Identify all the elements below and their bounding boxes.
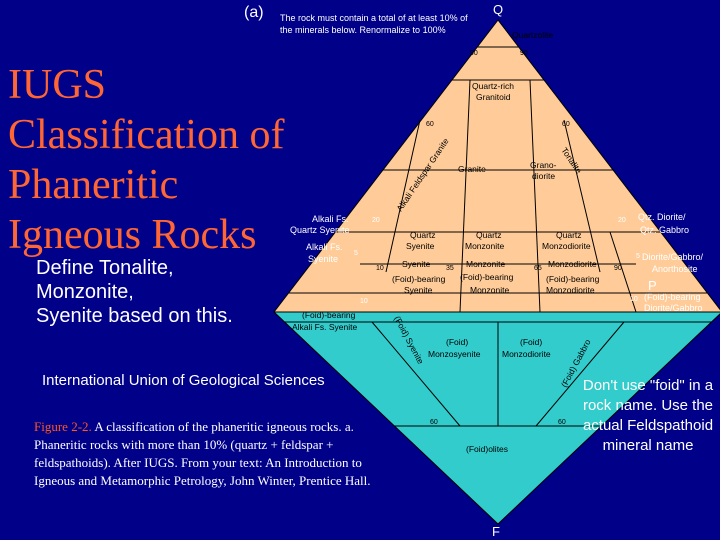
instructions-text: The rock must contain a total of at leas…: [280, 13, 468, 35]
field-quartz-syenite-1: Quartz: [410, 230, 436, 240]
tick-q90-left: 90: [470, 50, 478, 57]
field-foid-monzodiorite-2: Monzodiorite: [502, 349, 551, 359]
panel-label: (a): [244, 4, 264, 21]
foid-note: Don't use "foid" in a rock name. Use the…: [582, 377, 714, 454]
field-alkali-fs-syenite-1: Alkali Fs.: [306, 242, 343, 252]
tick-q20-left: 20: [372, 217, 380, 224]
tick-f10-right: 10: [630, 296, 638, 303]
tick-f60-right: 60: [558, 419, 566, 426]
field-quartz-rich-granitoid-1: Quartz-rich: [472, 81, 514, 91]
tick-a90: 90: [614, 265, 622, 272]
field-qtz-diorite-gabbro-1: Qtz. Diorite/: [638, 212, 686, 222]
field-foid-bearing-diorite-gabbro-2: Diorite/Gabbro: [644, 303, 703, 313]
field-diorite-gabbro-anorthosite-2: Anorthosite: [652, 264, 698, 274]
field-foidolites: (Foid)olites: [466, 444, 508, 454]
field-foid-bearing-alkali-fs-syenite-1: (Foid)-bearing: [302, 310, 356, 320]
field-diorite-gabbro-anorthosite-1: Diorite/Gabbro/: [642, 252, 704, 262]
field-foid-bearing-monzonite-2: Monzonite: [470, 285, 509, 295]
page-title: IUGS Classification of Phaneritic Igneou…: [8, 60, 285, 260]
field-syenite: Syenite: [402, 259, 431, 269]
tick-a65: 65: [534, 265, 542, 272]
field-foid-bearing-monzodiorite-2: Monzodiorite: [546, 285, 595, 295]
field-foid-bearing-syenite-1: (Foid)-bearing: [392, 274, 446, 284]
field-foid-monzosyenite-1: (Foid): [446, 337, 468, 347]
field-foid-bearing-monzodiorite-1: (Foid)-bearing: [546, 274, 600, 284]
tick-q20-right: 20: [618, 217, 626, 224]
field-quartz-rich-granitoid-2: Granitoid: [476, 92, 511, 102]
tick-a35: 35: [446, 265, 454, 272]
iugs-banner: International Union of Geological Scienc…: [42, 372, 325, 389]
tick-q5-left: 5: [354, 250, 358, 257]
field-quartzolite: Quartzolite: [512, 30, 553, 40]
field-granodiorite-1: Grano-: [530, 160, 557, 170]
field-foid-monzosyenite-2: Monzosyenite: [428, 349, 481, 359]
field-monzonite: Monzonite: [466, 259, 505, 269]
tick-f60-left: 60: [430, 419, 438, 426]
define-line-2: Monzonite,: [36, 281, 134, 303]
tick-a10: 10: [376, 265, 384, 272]
define-line-3: Syenite based on this.: [36, 305, 233, 327]
title-line-4: Igneous Rocks: [8, 212, 257, 258]
figure-caption: Figure 2-2. A classification of the phan…: [34, 418, 404, 490]
field-qtz-diorite-gabbro-2: Qtz. Gabbro: [640, 225, 689, 235]
vertex-a-label: A: [338, 271, 347, 286]
field-alkali-fs-quartz-syenite-2: Quartz Syenite: [290, 225, 350, 235]
field-granite: Granite: [458, 164, 486, 174]
apf-triangle: [272, 311, 720, 525]
title-line-1: IUGS: [8, 62, 107, 108]
field-foid-bearing-monzonite-1: (Foid)-bearing: [460, 272, 514, 282]
vertex-p-label: P: [648, 278, 657, 293]
field-quartz-monzodiorite-1: Quartz: [556, 230, 582, 240]
field-quartz-syenite-2: Syenite: [406, 241, 435, 251]
field-alkali-fs-quartz-syenite-1: Alkali Fs.: [312, 214, 349, 224]
tick-f10-left: 10: [360, 298, 368, 305]
field-quartz-monzodiorite-2: Monzodiorite: [542, 241, 591, 251]
caption-figure-label: Figure 2-2.: [34, 419, 92, 434]
define-line-1: Define Tonalite,: [36, 257, 174, 279]
field-quartz-monzonite-1: Quartz: [476, 230, 502, 240]
vertex-q-label: Q: [493, 2, 503, 17]
tick-q60-right: 60: [562, 121, 570, 128]
define-prompt: Define Tonalite, Monzonite, Syenite base…: [36, 256, 286, 328]
title-line-3: Phaneritic: [8, 162, 179, 208]
vertex-f-label: F: [492, 524, 500, 539]
field-monzodiorite: Monzodiorite: [548, 259, 597, 269]
field-granodiorite-2: diorite: [532, 171, 555, 181]
field-foid-monzodiorite-1: (Foid): [520, 337, 542, 347]
field-foid-bearing-syenite-2: Syenite: [404, 285, 433, 295]
caption-text: A classification of the phaneritic igneo…: [34, 419, 371, 488]
field-quartz-monzonite-2: Monzonite: [465, 241, 504, 251]
field-foid-bearing-alkali-fs-syenite-2: Alkali Fs. Syenite: [292, 322, 357, 332]
title-line-2: Classification of: [8, 112, 285, 158]
tick-q90-right: 90: [520, 50, 528, 57]
tick-q5-right: 5: [636, 253, 640, 260]
tick-q60-left: 60: [426, 121, 434, 128]
field-boundaries: [284, 46, 712, 427]
field-alkali-fs-syenite-2: Syenite: [308, 254, 338, 264]
field-foid-bearing-diorite-gabbro-1: (Foid)-bearing: [644, 292, 701, 302]
